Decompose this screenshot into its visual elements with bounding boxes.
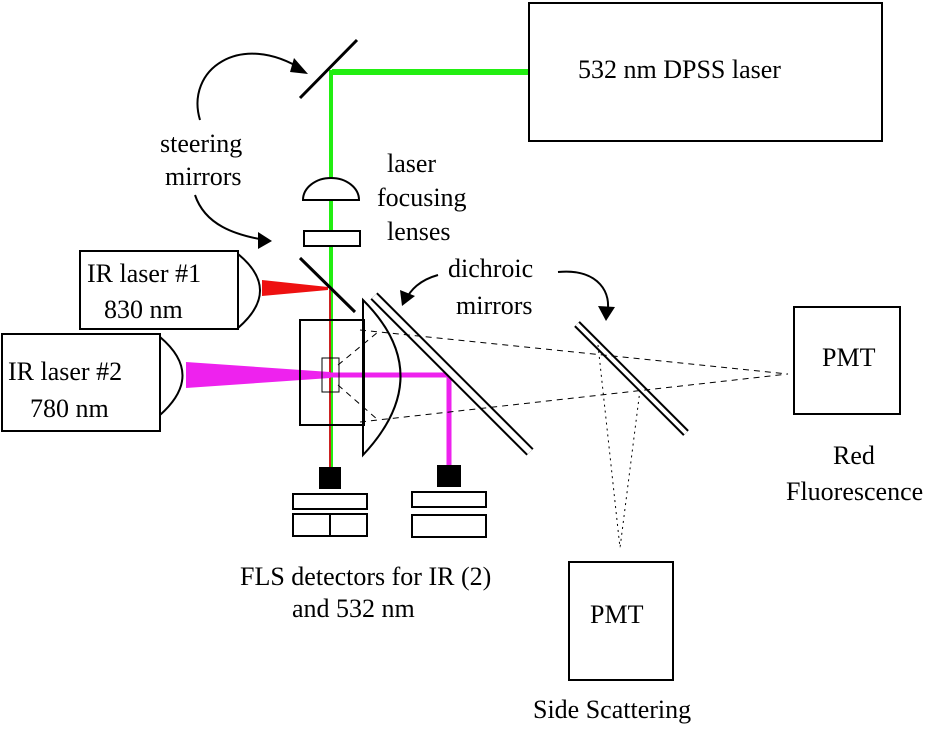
ir-laser-2-label-1: IR laser #2 bbox=[8, 357, 122, 386]
collection-lens bbox=[362, 297, 402, 458]
steering-arrow-top bbox=[196, 52, 304, 121]
side-scatter-ray-1 bbox=[597, 344, 621, 549]
fls-detector-right-block bbox=[437, 465, 461, 487]
steering-mirror-bottom bbox=[298, 256, 357, 314]
steering-label-2: mirrors bbox=[165, 162, 242, 191]
ir-laser-2-label-2: 780 nm bbox=[30, 394, 109, 423]
pmt-side-label: PMT bbox=[590, 600, 644, 629]
dichroic-label-1: dichroic bbox=[448, 254, 533, 283]
dichroic-mirror-2 bbox=[574, 321, 689, 436]
fls-label-2: and 532 nm bbox=[292, 594, 415, 623]
inner-ray-1 bbox=[337, 331, 379, 366]
focusing-lens-top bbox=[301, 177, 361, 201]
fls-detector-right-filter bbox=[411, 491, 487, 508]
steering-label-1: steering bbox=[160, 129, 242, 158]
dpss-laser-label: 532 nm DPSS laser bbox=[578, 55, 781, 84]
focusing-label-1: laser bbox=[387, 149, 436, 178]
red-beam bbox=[262, 280, 328, 296]
ir-laser-1-label-2: 830 nm bbox=[104, 295, 183, 324]
red-fluorescence-label-1: Red bbox=[833, 441, 875, 470]
dichroic-label-2: mirrors bbox=[456, 291, 533, 320]
fluor-ray-upper bbox=[359, 329, 789, 375]
dpss-laser-box bbox=[528, 2, 883, 142]
fls-detector-left-filter bbox=[292, 493, 368, 510]
ir-laser-1-label-1: IR laser #1 bbox=[87, 259, 201, 288]
pmt-red-label: PMT bbox=[822, 343, 876, 372]
ir-laser-1-cap bbox=[237, 251, 261, 331]
dichroic-mirror-1 bbox=[370, 292, 534, 456]
fluor-ray-lower bbox=[359, 373, 789, 423]
pmt-red-box bbox=[793, 306, 901, 415]
steering-arrow-bottom bbox=[194, 194, 266, 241]
fls-detector-right-body bbox=[411, 514, 487, 538]
magenta-beam bbox=[186, 362, 330, 388]
ir-laser-2-box bbox=[1, 333, 161, 432]
flow-cell-core bbox=[321, 357, 340, 393]
dichroic-arrowhead-right bbox=[598, 306, 615, 321]
red-fluorescence-label-2: Fluorescence bbox=[786, 477, 923, 506]
side-scatter-ray-2 bbox=[619, 389, 641, 549]
focusing-lens-bottom bbox=[303, 230, 361, 247]
inner-ray-2 bbox=[337, 384, 379, 421]
dichroic-arrowhead-left bbox=[400, 290, 415, 306]
fls-label-1: FLS detectors for IR (2) bbox=[240, 562, 491, 591]
steering-arrowhead-bottom bbox=[258, 232, 272, 249]
ir-laser-2-cap bbox=[159, 334, 184, 418]
steering-arrowhead-top bbox=[290, 58, 308, 74]
pmt-side-box bbox=[568, 561, 674, 681]
ir-laser-1-box bbox=[79, 250, 239, 330]
fls-detector-left-block bbox=[319, 467, 341, 489]
focusing-label-2: focusing bbox=[377, 183, 467, 212]
steering-mirror-top bbox=[298, 38, 359, 100]
side-scattering-label: Side Scattering bbox=[533, 695, 691, 724]
focusing-label-3: lenses bbox=[387, 217, 451, 246]
